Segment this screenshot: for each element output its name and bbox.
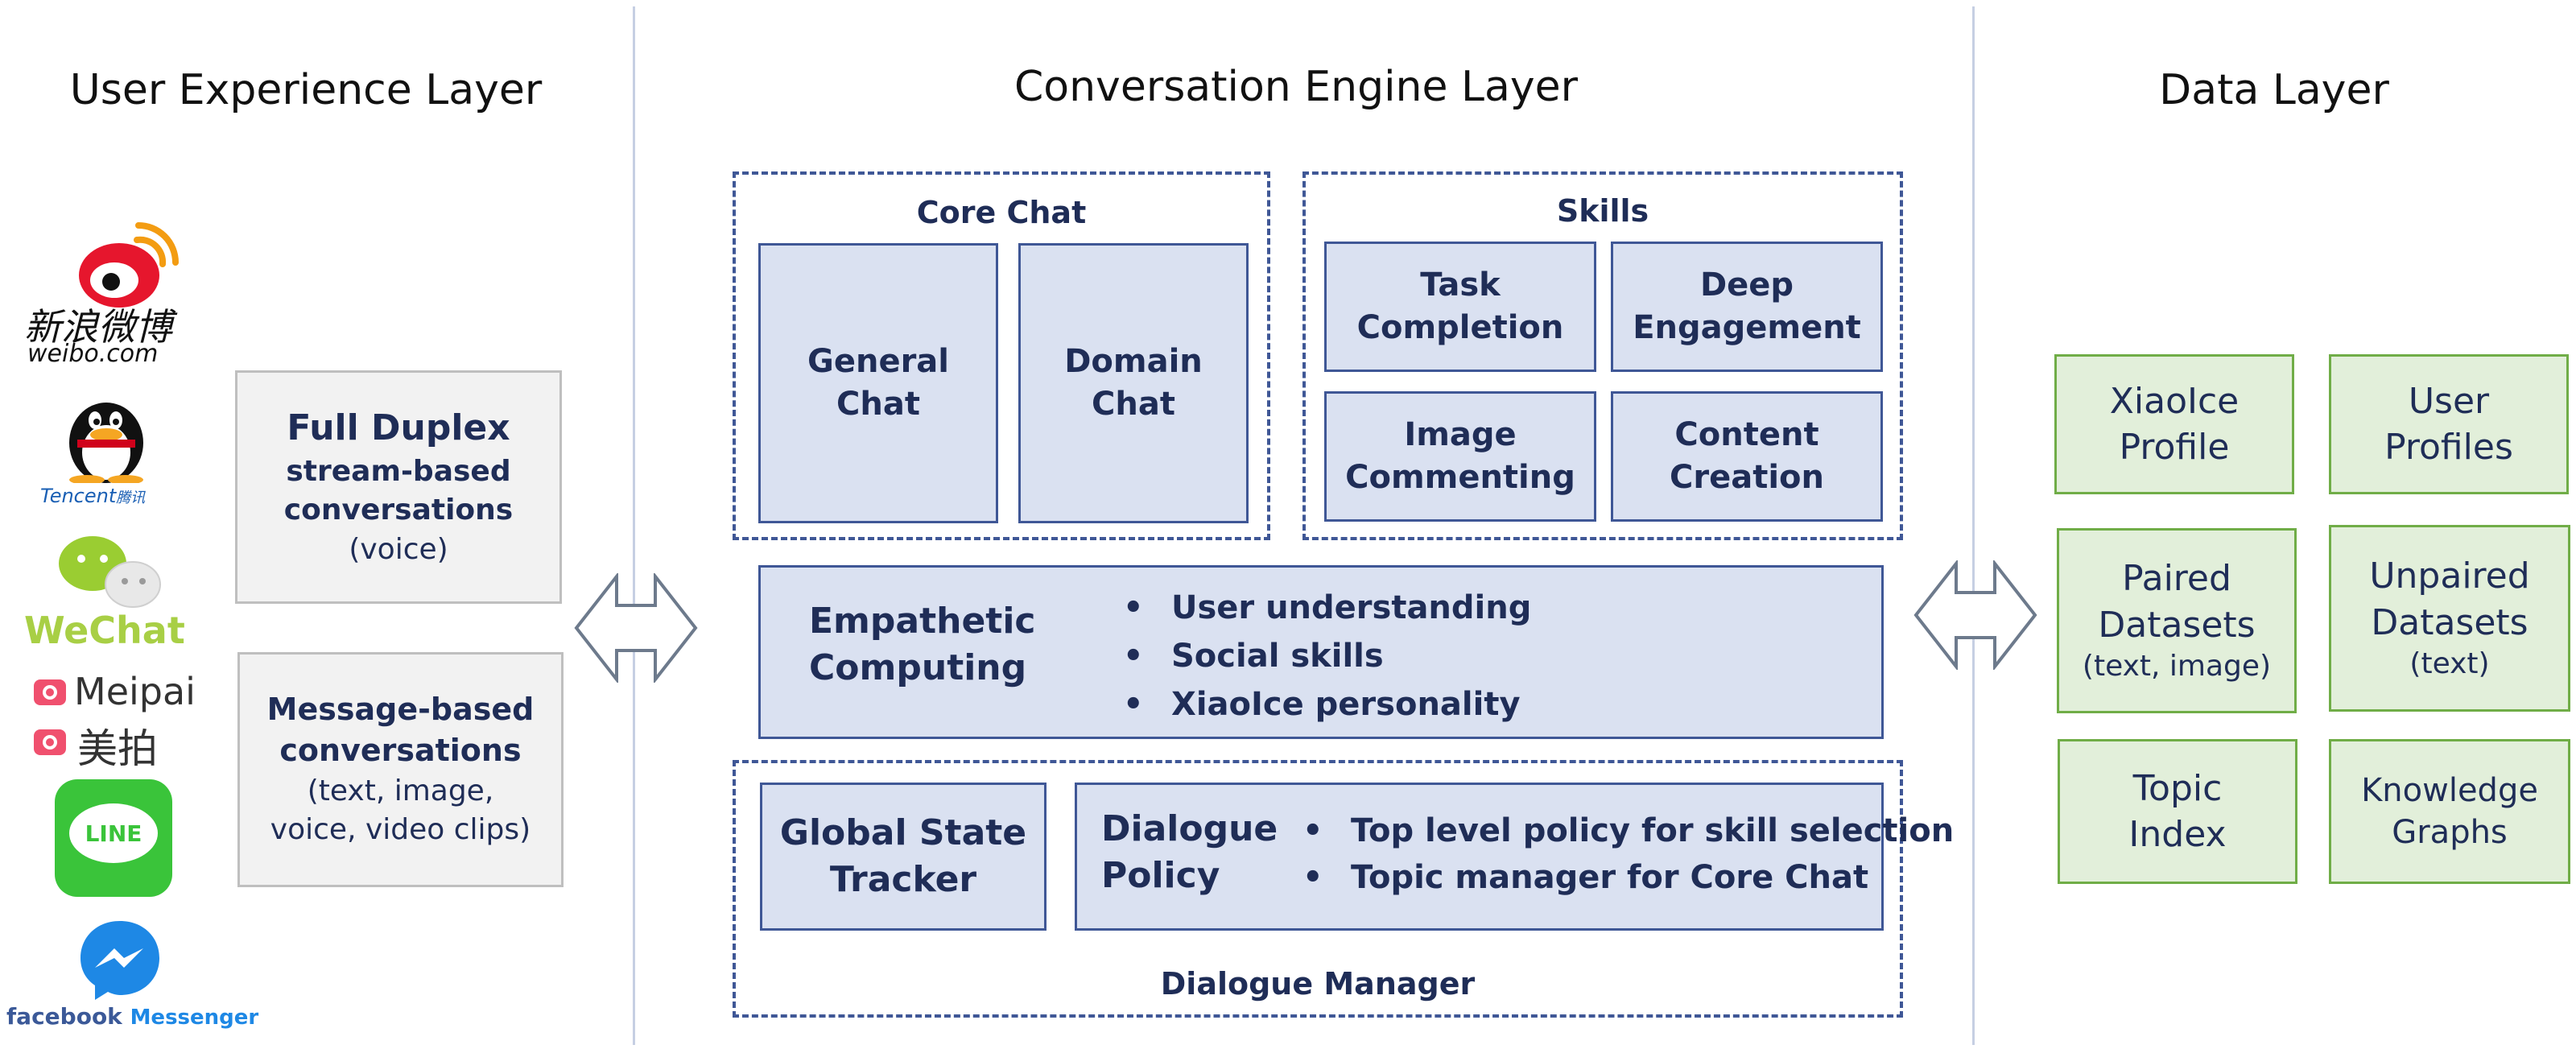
core-chat-group	[733, 171, 1270, 540]
facebook-messenger-logo: facebook Messenger	[6, 916, 258, 1037]
meipai-camera-icon-2	[34, 729, 66, 755]
dialogue-policy-bullet: Topic manager for Core Chat	[1302, 854, 1954, 901]
topic-index-label: Topic Index	[2128, 767, 2227, 855]
full-duplex-box: Full Duplex stream-based conversations (…	[235, 370, 562, 604]
meipai-camera-icon	[34, 679, 66, 705]
deep-engagement-box: Deep Engagement	[1611, 242, 1883, 372]
unpaired-datasets-sub: (text)	[2409, 646, 2490, 680]
global-state-tracker-box: Global State Tracker	[760, 783, 1046, 931]
dialogue-policy-title: Dialogue Policy	[1101, 808, 1278, 897]
dialogue-policy-bullets: Top level policy for skill selection Top…	[1302, 807, 1954, 901]
task-completion-box: Task Completion	[1324, 242, 1596, 372]
paired-datasets-label: Paired Datasets	[2098, 558, 2256, 646]
wechat-label: WeChat	[24, 609, 185, 652]
separator-right	[1972, 6, 1975, 1045]
tencent-label: Tencent腾讯	[40, 485, 146, 507]
empathetic-bullet: User understanding	[1123, 584, 1531, 632]
unpaired-datasets-box: Unpaired Datasets (text)	[2329, 525, 2570, 712]
message-line3: (text, image,	[307, 774, 494, 807]
content-creation-box: Content Creation	[1611, 391, 1883, 522]
ux-layer-title: User Experience Layer	[69, 66, 543, 114]
full-duplex-line3: (voice)	[349, 532, 448, 566]
skills-group	[1302, 171, 1903, 540]
meipai-cn-label: 美拍	[77, 725, 158, 772]
weibo-url-label: weibo.com	[27, 340, 159, 368]
separator-left	[633, 6, 635, 1045]
message-line4: voice, video clips)	[270, 813, 531, 847]
line-logo: LINE	[55, 779, 172, 897]
empathetic-bullet: Social skills	[1123, 632, 1531, 680]
topic-index-box: Topic Index	[2058, 739, 2297, 884]
xiaoice-profile-label: XiaoIce Profile	[2109, 380, 2240, 468]
full-duplex-line2: conversations	[283, 494, 514, 527]
image-commenting-box: Image Commenting	[1324, 391, 1596, 522]
paired-datasets-box: Paired Datasets (text, image)	[2057, 528, 2297, 713]
empathetic-bullets: User understanding Social skills XiaoIce…	[1123, 584, 1531, 729]
qq-penguin-icon	[69, 403, 143, 483]
message-line2: conversations	[279, 733, 522, 769]
domain-chat-box: Domain Chat	[1018, 243, 1249, 523]
skills-title: Skills	[1556, 193, 1649, 229]
weibo-cn-label: 新浪微博	[24, 305, 172, 349]
message-line1: Message-based	[266, 692, 535, 728]
empathetic-bullet: XiaoIce personality	[1123, 680, 1531, 729]
knowledge-graphs-label: Knowledge Graphs	[2361, 772, 2538, 851]
meipai-label: Meipai	[74, 670, 196, 713]
core-chat-title: Core Chat	[916, 195, 1087, 230]
meipai-logo: Meipai 美拍	[32, 668, 217, 773]
dialogue-policy-bullet: Top level policy for skill selection	[1302, 807, 1954, 854]
line-bubble: LINE	[69, 803, 158, 863]
knowledge-graphs-box: Knowledge Graphs	[2329, 739, 2570, 884]
dialogue-policy-box: Dialogue Policy Top level policy for ski…	[1075, 783, 1954, 931]
full-duplex-line1: stream-based	[286, 454, 511, 488]
tencent-qq-logo: Tencent腾讯	[32, 386, 193, 507]
engine-layer-title: Conversation Engine Layer	[1013, 63, 1579, 111]
message-based-box: Message-based conversations (text, image…	[237, 652, 564, 887]
messenger-bolt-icon	[80, 921, 159, 1000]
weibo-logo: 新浪微博 weibo.com	[16, 217, 201, 368]
double-arrow-right-icon	[1913, 560, 2037, 670]
weibo-icon	[79, 222, 179, 308]
empathetic-computing-box: Empathetic Computing User understanding …	[758, 565, 1884, 739]
double-arrow-left-icon	[574, 573, 698, 683]
user-profiles-label: User Profiles	[2384, 380, 2513, 468]
wechat-bubbles-icon	[59, 536, 161, 608]
empathetic-title: Empathetic Computing	[809, 601, 1036, 689]
full-duplex-title: Full Duplex	[287, 407, 510, 449]
general-chat-box: General Chat	[758, 243, 998, 523]
paired-datasets-sub: (text, image)	[2082, 649, 2272, 683]
facebook-label: facebook Messenger	[6, 1003, 259, 1030]
unpaired-datasets-label: Unpaired Datasets	[2369, 555, 2530, 643]
data-layer-title: Data Layer	[2159, 66, 2389, 114]
dialogue-manager-title: Dialogue Manager	[1160, 966, 1476, 1002]
line-label: LINE	[85, 820, 142, 847]
xiaoice-profile-box: XiaoIce Profile	[2054, 354, 2294, 494]
wechat-logo: WeChat	[20, 531, 205, 652]
user-profiles-box: User Profiles	[2329, 354, 2569, 494]
